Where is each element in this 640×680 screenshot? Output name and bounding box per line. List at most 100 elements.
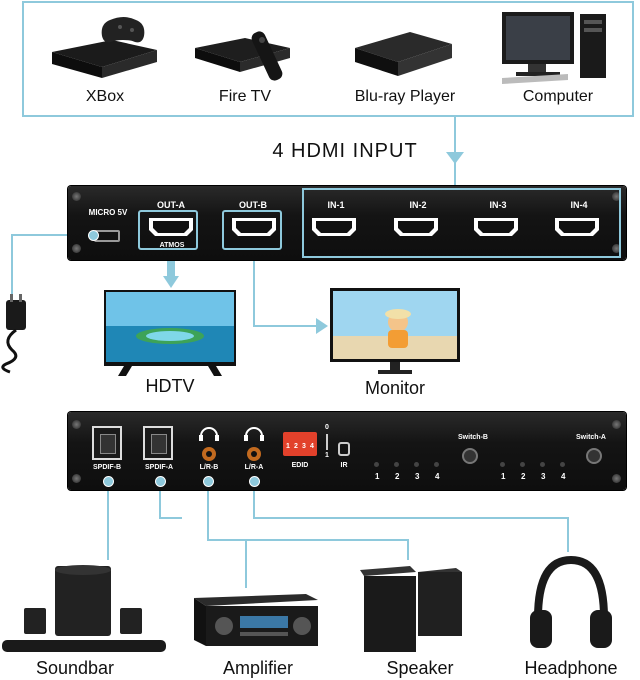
led-a-2-num: 2 (521, 472, 526, 481)
speaker-icon (360, 566, 462, 652)
display-label-monitor: Monitor (364, 378, 426, 398)
input-arrow (446, 152, 464, 164)
out-a-atmos-label: ATMOS (159, 242, 185, 249)
inputs-highlight (302, 188, 621, 258)
spdif-b-port[interactable] (92, 426, 122, 460)
sources-frame (22, 1, 634, 117)
led-b-4 (434, 462, 439, 467)
led-b-3-num: 3 (415, 472, 420, 481)
xbox-icon (52, 17, 157, 78)
hdtv-arrow (163, 276, 179, 288)
led-a-1-num: 1 (501, 472, 506, 481)
out-a-port[interactable] (147, 216, 195, 238)
spdif-b-dot (103, 476, 114, 487)
lr-b-jack[interactable] (198, 424, 220, 464)
ir-receiver (338, 442, 350, 456)
power-adapter-icon (1, 294, 26, 374)
amplifier-line (207, 482, 247, 588)
led-a-4-num: 4 (561, 472, 566, 481)
in-1-port[interactable] (310, 216, 358, 238)
in-4-label: IN-4 (570, 200, 588, 210)
out-a-label: OUT-A (157, 200, 185, 210)
display-label-hdtv: HDTV (145, 376, 195, 396)
spdif-a-line (159, 482, 182, 519)
ir-label: IR (340, 462, 348, 469)
screw (72, 474, 81, 483)
in-4-port[interactable] (553, 216, 601, 238)
lr-a-label: L/R-A (244, 464, 264, 471)
dip-bottom-label: 1 (325, 452, 329, 459)
led-a-1 (500, 462, 505, 467)
led-b-2-num: 2 (395, 472, 400, 481)
monitor-arrow (316, 318, 328, 334)
micro-5v-dot (88, 230, 99, 241)
screw (612, 420, 621, 429)
input-caption: 4 HDMI INPUT (272, 140, 418, 162)
in-2-label: IN-2 (409, 200, 427, 210)
screw (72, 420, 81, 429)
lr-b-label: L/R-B (199, 464, 219, 471)
switch-a-label: Switch-A (576, 434, 606, 441)
led-a-4 (560, 462, 565, 467)
output-label-amplifier: Amplifier (222, 658, 293, 678)
screw (72, 244, 81, 253)
spdif-a-dot (155, 476, 166, 487)
led-b-2 (394, 462, 399, 467)
rear-panel: SPDIF-B SPDIF-A L/R-B L/R-A 1 2 3 4 EDID… (68, 412, 626, 490)
switch-b-button[interactable] (462, 448, 478, 464)
micro-5v-label: MICRO 5V (88, 208, 128, 217)
screw (612, 192, 621, 201)
dip-4: 4 (310, 443, 314, 450)
lr-a-dot (249, 476, 260, 487)
edid-label: EDID (291, 462, 309, 469)
out-a-highlight (138, 210, 198, 250)
amplifier-icon (194, 594, 318, 646)
output-label-speaker: Speaker (386, 658, 454, 678)
out-b-line (253, 248, 318, 327)
screw (612, 474, 621, 483)
led-b-4-num: 4 (435, 472, 440, 481)
dip-3: 3 (302, 443, 306, 450)
in-3-port[interactable] (472, 216, 520, 238)
switch-b-label: Switch-B (458, 434, 488, 441)
led-a-3-num: 3 (541, 472, 546, 481)
spdif-a-port[interactable] (143, 426, 173, 460)
source-label-fire-tv: Fire TV (218, 88, 272, 105)
dip-2: 2 (294, 443, 298, 450)
spdif-a-label: SPDIF-A (145, 464, 173, 471)
speaker-line (208, 539, 409, 560)
hdtv-icon (104, 290, 236, 376)
front-panel: MICRO 5V OUT-A ATMOS OUT-B IN-1 IN-2 IN-… (68, 186, 626, 260)
edid-dip-switch[interactable]: 1 2 3 4 (283, 432, 317, 456)
fire-tv-icon (195, 31, 290, 81)
led-a-2 (520, 462, 525, 467)
soundbar-icon (2, 565, 166, 652)
out-b-port[interactable] (230, 216, 278, 238)
led-a-3 (540, 462, 545, 467)
lr-b-dot (203, 476, 214, 487)
screw (612, 244, 621, 253)
lr-a-jack[interactable] (243, 424, 265, 464)
power-line (11, 234, 92, 300)
out-b-label: OUT-B (239, 200, 267, 210)
switch-a-button[interactable] (586, 448, 602, 464)
headphone-icon (530, 556, 612, 648)
led-b-1-num: 1 (375, 472, 380, 481)
out-b-highlight (222, 210, 282, 250)
source-label-computer: Computer (522, 88, 594, 105)
source-label-blu-ray: Blu-ray Player (354, 88, 456, 105)
source-label-xbox: XBox (85, 88, 125, 105)
led-b-3 (414, 462, 419, 467)
dip-top-label: 0 (325, 424, 329, 431)
output-label-soundbar: Soundbar (35, 658, 115, 678)
computer-icon (502, 12, 606, 84)
in-3-label: IN-3 (489, 200, 507, 210)
led-b-1 (374, 462, 379, 467)
blu-ray-player-icon (355, 32, 452, 76)
output-label-headphone: Headphone (524, 658, 618, 678)
in-2-port[interactable] (392, 216, 440, 238)
in-1-label: IN-1 (327, 200, 345, 210)
screw (72, 192, 81, 201)
dip-arrow (326, 434, 328, 450)
